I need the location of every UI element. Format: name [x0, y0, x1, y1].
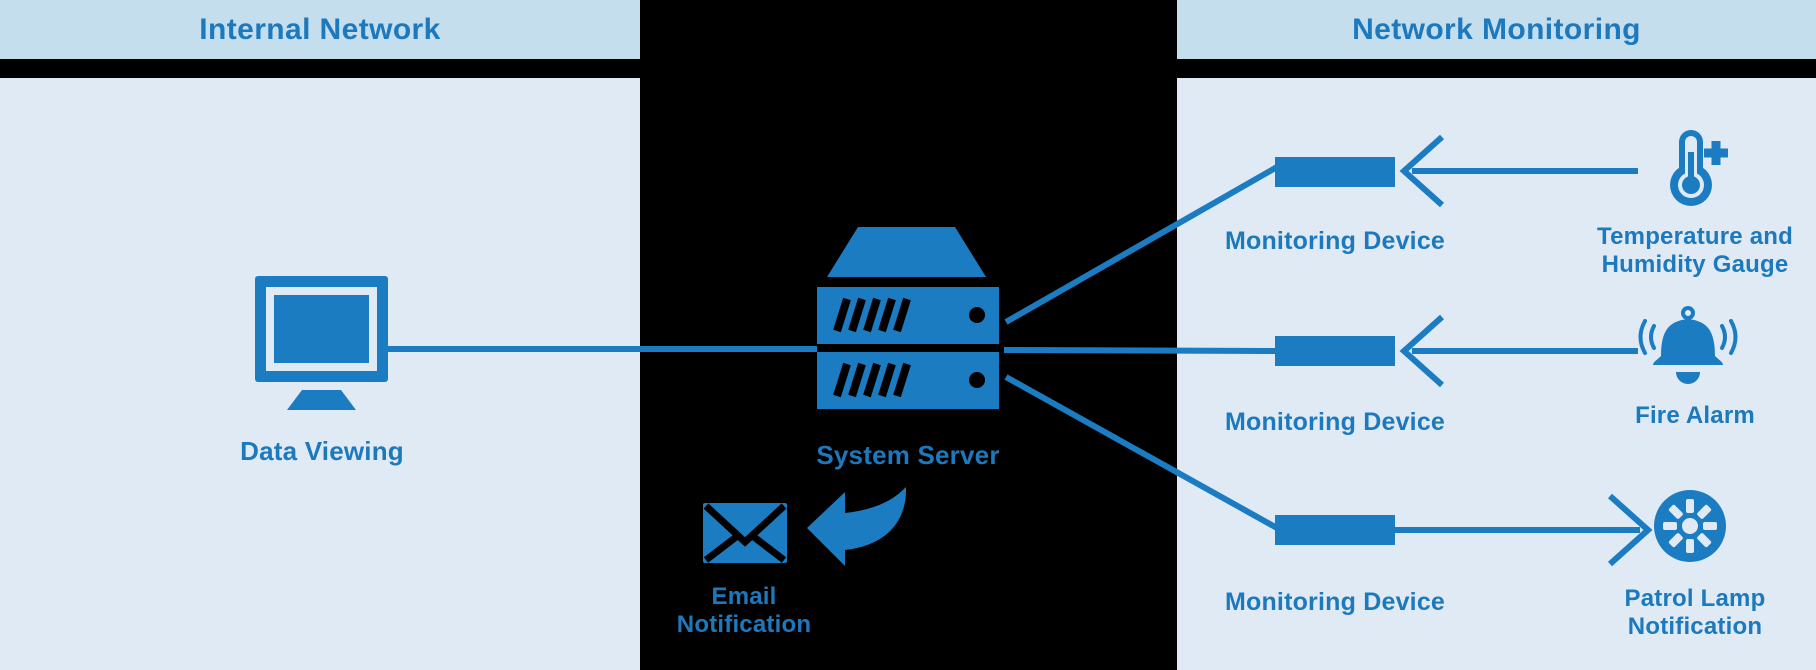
email-notification-label: Email Notification — [676, 583, 812, 638]
fire-alarm-label: Fire Alarm — [1635, 402, 1755, 429]
data-viewing-label: Data Viewing — [240, 436, 404, 466]
monitoring-device-label-1: Monitoring Device — [1224, 227, 1446, 255]
system-server-label: System Server — [816, 440, 1000, 470]
server-icon — [817, 227, 999, 409]
envelope-icon — [703, 503, 787, 563]
network-monitoring-panel — [1177, 78, 1816, 670]
network-monitoring-header: Network Monitoring — [1177, 0, 1816, 59]
network-monitoring-title: Network Monitoring — [1352, 12, 1641, 46]
monitoring-device-label-3: Monitoring Device — [1224, 588, 1446, 616]
internal-network-header: Internal Network — [0, 0, 640, 59]
temperature-humidity-label: Temperature and Humidity Gauge — [1597, 223, 1793, 278]
monitoring-device-label-2: Monitoring Device — [1224, 408, 1446, 436]
curved-arrow-icon — [807, 487, 907, 566]
patrol-lamp-label: Patrol Lamp Notification — [1624, 585, 1766, 640]
internal-network-panel — [0, 78, 640, 670]
internal-network-title: Internal Network — [199, 12, 441, 46]
